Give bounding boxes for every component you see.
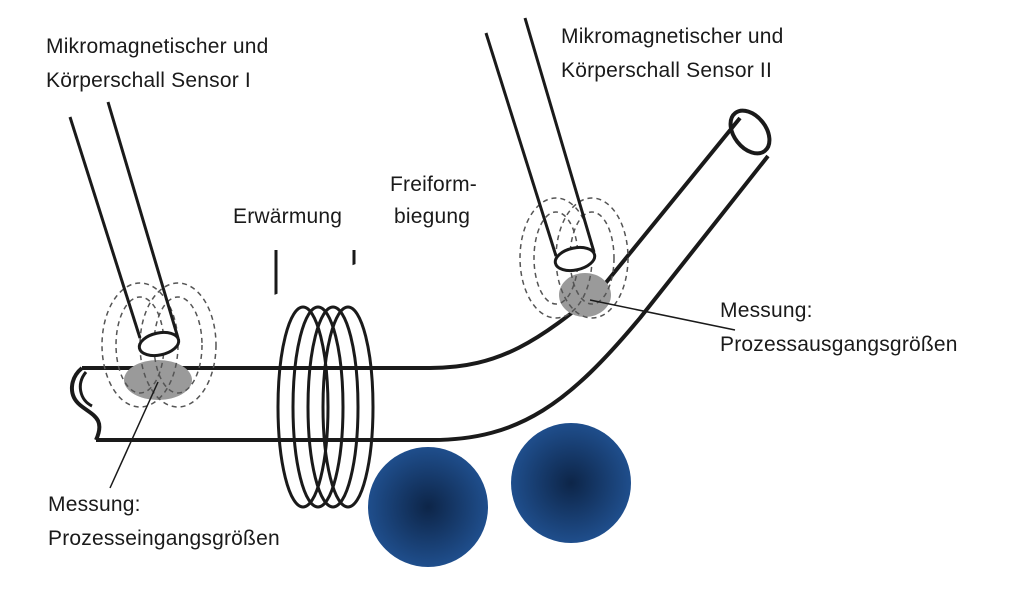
sensor-1-label-line-1: Mikromagnetischer und [46,35,269,58]
heating-coil [276,305,375,509]
sensor-2-label-line-1: Mikromagnetischer und [561,25,784,48]
sensor-2-label-line-2: Körperschall Sensor II [561,59,772,82]
sensor-2-probe [484,17,597,273]
roller-lower-left [368,447,488,567]
input-measurement-label-line-2: Prozesseingangsgrößen [48,527,280,550]
heating-label: Erwärmung [233,205,343,228]
sensor-1-label-line-2: Körperschall Sensor I [46,69,251,92]
output-measurement-label-line-2: Prozessausgangsgrößen [720,333,958,356]
measurement-spot-input [124,360,192,400]
sensor-1-probe [68,101,181,358]
input-measurement-label-line-1: Messung: [48,493,141,516]
output-measurement-label-line-1: Messung: [720,299,813,322]
bending-label-line-1: Freiform- [390,173,477,196]
bending-label-line-2: biegung [394,205,471,228]
leader-lines [109,299,736,489]
roller-lower-right [511,423,631,543]
